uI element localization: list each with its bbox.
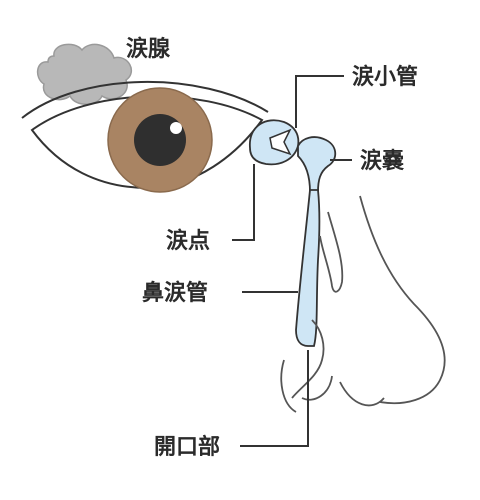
nostril [301,375,333,401]
nose [280,195,446,413]
nose-inner-wall [319,211,344,293]
label-opening: 開口部 [154,434,220,460]
nose-ala [339,381,385,407]
lacrimal-sac [297,136,337,193]
face-edge [280,359,297,413]
eye-highlight [170,122,182,134]
leader-punctum [232,164,255,241]
lower-turbinate [291,319,325,399]
leader-canaliculus [295,75,344,128]
leader-opening [240,350,309,447]
label-lacrimal-gland: 涙腺 [126,36,171,62]
nasolacrimal-duct [295,189,321,347]
eye [21,80,269,193]
label-nasolacrimal-duct: 鼻涙管 [142,280,208,306]
nose-bridge [359,195,446,405]
pupil [134,114,186,166]
label-lacrimal-sac: 涙嚢 [360,148,404,174]
leader-lines [232,75,352,447]
tear-duct-system [249,119,337,347]
upper-eyelid-fold [21,80,269,119]
label-punctum: 涙点 [166,228,210,254]
iris-rim [107,87,213,193]
lacrimal-gland [36,43,132,105]
label-canaliculus: 涙小管 [352,64,418,90]
punctum-notch [269,128,292,156]
